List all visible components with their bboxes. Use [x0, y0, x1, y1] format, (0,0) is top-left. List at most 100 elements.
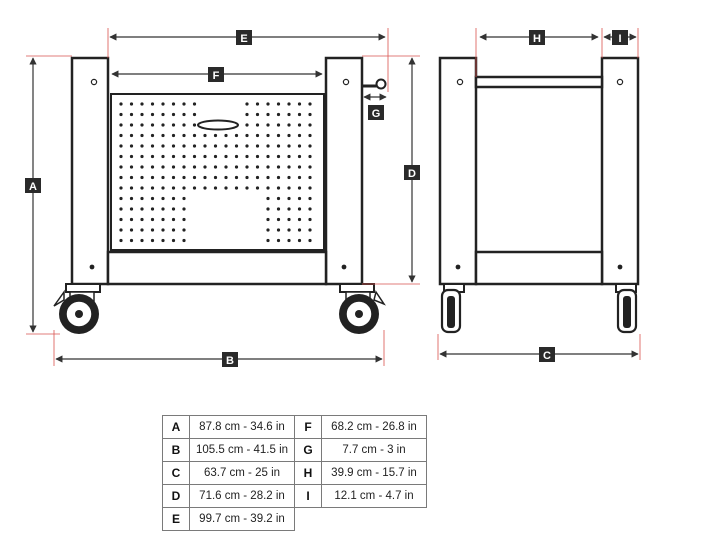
- panel-hole: [297, 144, 302, 148]
- panel-hole: [192, 112, 197, 117]
- panel-hole: [255, 154, 260, 159]
- panel-hole: [297, 133, 302, 138]
- panel-hole: [129, 175, 134, 180]
- side-left-post: [438, 56, 478, 286]
- panel-hole: [192, 186, 197, 190]
- panel-hole: [182, 102, 186, 106]
- panel-hole: [308, 196, 312, 201]
- spec-row: D 71.6 cm - 28.2 in I 12.1 cm - 4.7 in: [162, 484, 427, 508]
- panel-hole: [119, 123, 123, 127]
- svg-text:D: D: [408, 168, 416, 180]
- panel-hole: [182, 207, 186, 211]
- panel-hole: [119, 102, 123, 106]
- panel-hole: [308, 207, 312, 211]
- panel-hole: [297, 196, 302, 201]
- dimension-label-B: B: [222, 352, 238, 367]
- panel-hole: [224, 165, 228, 169]
- panel-hole: [213, 165, 218, 169]
- panel-hole: [119, 144, 123, 148]
- dimension-label-C: C: [539, 347, 555, 362]
- svg-text:E: E: [240, 33, 247, 45]
- panel-hole: [287, 196, 291, 201]
- spec-value: 12.1 cm - 4.7 in: [321, 484, 427, 508]
- panel-hole: [161, 238, 165, 243]
- panel-hole: [171, 165, 176, 169]
- svg-text:I: I: [618, 33, 621, 45]
- panel-hole: [129, 144, 134, 148]
- panel-hole: [161, 123, 165, 127]
- panel-hole: [171, 217, 176, 222]
- panel-hole: [276, 165, 281, 169]
- panel-hole: [182, 175, 186, 180]
- panel-hole: [266, 144, 270, 148]
- spec-key: C: [162, 461, 190, 485]
- panel-hole: [234, 186, 239, 190]
- dimension-label-H: H: [529, 30, 545, 45]
- panel-hole: [255, 175, 260, 180]
- panel-hole: [287, 238, 291, 243]
- panel-hole: [161, 175, 165, 180]
- panel-hole: [213, 144, 218, 148]
- spec-key: D: [162, 484, 190, 508]
- panel-hole: [150, 165, 155, 169]
- panel-hole: [308, 238, 312, 243]
- panel-hole: [171, 186, 176, 190]
- panel-hole: [129, 186, 134, 190]
- panel-hole: [224, 175, 228, 180]
- panel-hole: [171, 144, 176, 148]
- panel-hole: [297, 186, 302, 190]
- panel-hole: [266, 186, 270, 190]
- panel-hole: [182, 196, 186, 201]
- svg-text:A: A: [29, 181, 37, 193]
- panel-hole: [297, 175, 302, 180]
- panel-hole: [266, 154, 270, 159]
- panel-hole: [276, 154, 281, 159]
- panel-hole: [255, 123, 260, 127]
- spec-key: G: [294, 438, 322, 462]
- panel-hole: [276, 102, 281, 106]
- panel-hole: [171, 154, 176, 159]
- side-bottom-rail: [474, 250, 604, 286]
- panel-hole: [276, 186, 281, 190]
- dimension-spec-table: A 87.8 cm - 34.6 in F 68.2 cm - 26.8 in …: [162, 415, 427, 531]
- panel-hole: [171, 123, 176, 127]
- panel-hole: [308, 165, 312, 169]
- cart-dimension-drawing: A B C D E F G H I: [25, 28, 641, 367]
- panel-hole: [119, 175, 123, 180]
- panel-hole: [276, 123, 281, 127]
- panel-hole: [150, 207, 155, 211]
- panel-hole: [213, 133, 218, 138]
- panel-hole: [287, 133, 291, 138]
- panel-hole: [287, 228, 291, 232]
- side-right-caster: [615, 283, 638, 334]
- panel-hole: [129, 123, 134, 127]
- panel-hole: [297, 207, 302, 211]
- side-right-post: [600, 56, 640, 286]
- panel-hole: [255, 186, 260, 190]
- front-left-caster: [53, 283, 101, 334]
- panel-hole: [297, 112, 302, 117]
- panel-hole: [129, 133, 134, 138]
- panel-hole: [297, 217, 302, 222]
- panel-hole: [213, 186, 218, 190]
- panel-hole: [182, 144, 186, 148]
- panel-hole: [192, 102, 197, 106]
- panel-hole: [266, 207, 270, 211]
- panel-hole: [266, 112, 270, 117]
- panel-hole: [182, 238, 186, 243]
- panel-hole: [308, 144, 312, 148]
- panel-hole: [150, 217, 155, 222]
- panel-hole: [119, 196, 123, 201]
- panel-hole: [255, 165, 260, 169]
- panel-hole: [171, 238, 176, 243]
- side-view: [438, 56, 640, 334]
- panel-hole: [140, 228, 144, 232]
- spec-key: B: [162, 438, 190, 462]
- panel-hole: [150, 133, 155, 138]
- panel-hole: [161, 207, 165, 211]
- front-left-post: [70, 56, 110, 286]
- dimension-label-G: G: [368, 105, 384, 120]
- panel-hole: [297, 238, 302, 243]
- front-view: [53, 56, 387, 334]
- panel-hole: [161, 186, 165, 190]
